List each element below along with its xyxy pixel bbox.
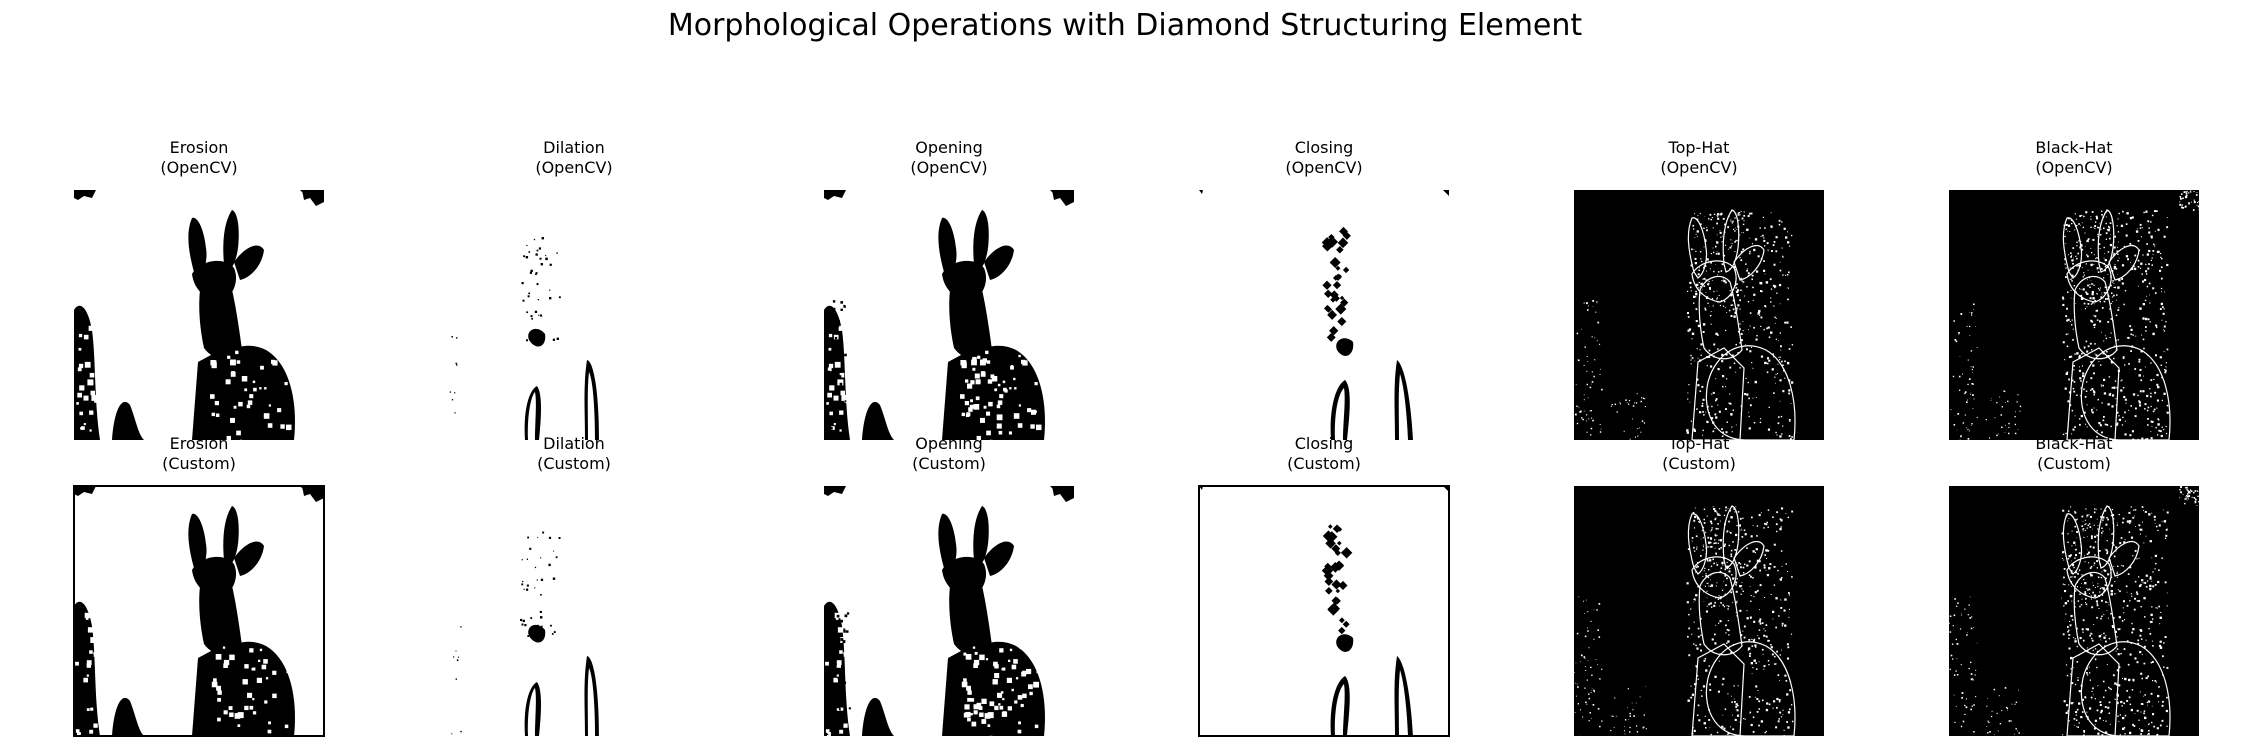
panel-title: Erosion (Custom) xyxy=(34,434,364,474)
panel-op-label: Top-Hat xyxy=(1668,434,1730,453)
panel-impl-label: (OpenCV) xyxy=(160,158,238,177)
panel-op-label: Erosion xyxy=(169,138,229,157)
panel-title: Top-Hat (Custom) xyxy=(1534,434,1864,474)
panel-impl-label: (OpenCV) xyxy=(2035,158,2113,177)
panel-op-label: Closing xyxy=(1294,138,1354,157)
panel-impl-label: (Custom) xyxy=(2037,454,2111,473)
tophat-image xyxy=(1574,486,1824,736)
panel-impl-label: (Custom) xyxy=(1662,454,1736,473)
panel-title: Opening (Custom) xyxy=(784,434,1114,474)
panel-title: Closing (Custom) xyxy=(1159,434,1489,474)
panel-title: Closing (OpenCV) xyxy=(1159,138,1489,178)
panel-title: Dilation (OpenCV) xyxy=(409,138,739,178)
closing-image xyxy=(1199,190,1449,440)
dilation-image xyxy=(449,486,699,736)
panel-op-label: Opening xyxy=(915,138,983,157)
panel-op-label: Dilation xyxy=(543,434,605,453)
closing-image xyxy=(1198,485,1450,737)
panel-impl-label: (OpenCV) xyxy=(910,158,988,177)
panel-op-label: Closing xyxy=(1294,434,1354,453)
opening-image xyxy=(824,190,1074,440)
tophat-image xyxy=(1574,190,1824,440)
panel-impl-label: (Custom) xyxy=(1287,454,1361,473)
panel-title: Black-Hat (OpenCV) xyxy=(1909,138,2239,178)
panel-title: Erosion (OpenCV) xyxy=(34,138,364,178)
opening-image xyxy=(824,486,1074,736)
panel-impl-label: (Custom) xyxy=(162,454,236,473)
dilation-image xyxy=(449,190,699,440)
panel-impl-label: (OpenCV) xyxy=(535,158,613,177)
panel-op-label: Top-Hat xyxy=(1668,138,1730,157)
figure-title: Morphological Operations with Diamond St… xyxy=(667,8,1583,43)
panel-op-label: Opening xyxy=(915,434,983,453)
blackhat-image xyxy=(1949,190,2199,440)
panel-op-label: Black-Hat xyxy=(2035,434,2113,453)
erosion-image xyxy=(74,190,324,440)
panel-impl-label: (OpenCV) xyxy=(1660,158,1738,177)
panel-title: Top-Hat (OpenCV) xyxy=(1534,138,1864,178)
panel-op-label: Erosion xyxy=(169,434,229,453)
panel-impl-label: (OpenCV) xyxy=(1285,158,1363,177)
panel-title: Black-Hat (Custom) xyxy=(1909,434,2239,474)
panel-title: Opening (OpenCV) xyxy=(784,138,1114,178)
panel-op-label: Dilation xyxy=(543,138,605,157)
blackhat-image xyxy=(1949,486,2199,736)
panel-impl-label: (Custom) xyxy=(537,454,611,473)
erosion-image xyxy=(73,485,325,737)
panel-title: Dilation (Custom) xyxy=(409,434,739,474)
panel-impl-label: (Custom) xyxy=(912,454,986,473)
panel-op-label: Black-Hat xyxy=(2035,138,2113,157)
